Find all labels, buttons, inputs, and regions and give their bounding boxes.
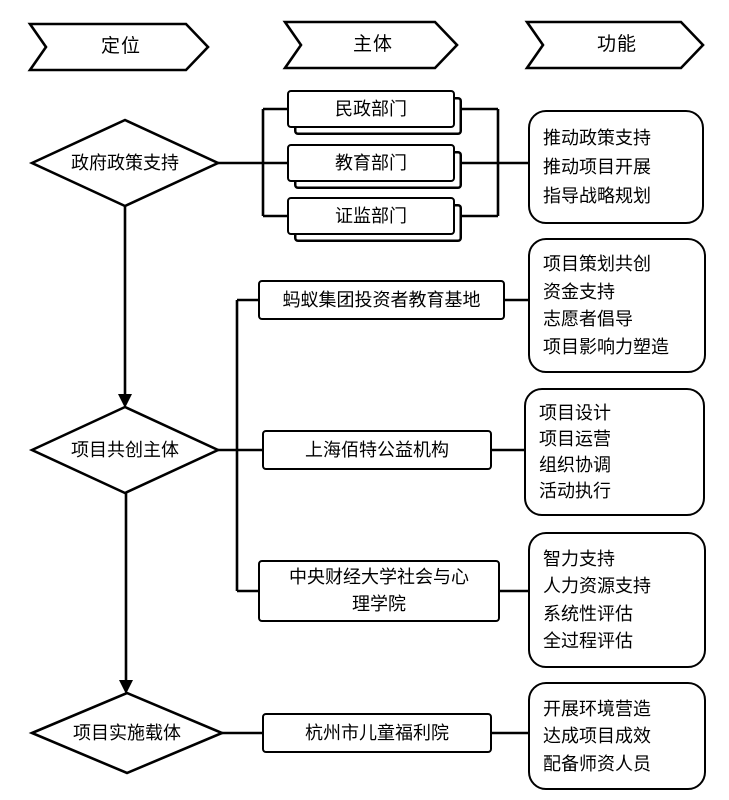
subject-education-dept: 教育部门 bbox=[287, 144, 455, 182]
header-function: 功能 bbox=[596, 34, 637, 56]
function-item: 项目影响力塑造 bbox=[543, 336, 669, 357]
diamond-project-cocreation-subject: 项目共创主体 bbox=[71, 439, 179, 460]
function-item: 系统性评估 bbox=[543, 603, 633, 624]
banner-subject-shape bbox=[282, 20, 459, 70]
function-item: 志愿者倡导 bbox=[543, 309, 633, 330]
function-item: 推动政策支持 bbox=[543, 128, 651, 148]
subject-securities-regulatory-dept: 证监部门 bbox=[287, 197, 455, 235]
function-item: 组织协调 bbox=[539, 455, 611, 475]
subject-shanghai-bete-charity: 上海佰特公益机构 bbox=[262, 430, 492, 470]
flow-arrowhead-2 bbox=[119, 680, 133, 694]
function-box-government: 推动政策支持 推动项目开展 指导战略规划 bbox=[528, 110, 704, 224]
function-item: 项目策划共创 bbox=[543, 254, 651, 275]
banner-function-shape bbox=[524, 20, 705, 70]
function-box-welfare-institute: 开展环境营造 达成项目成效 配备师资人员 bbox=[528, 682, 706, 790]
function-item: 指导战略规划 bbox=[543, 186, 651, 206]
function-item: 全过程评估 bbox=[543, 631, 633, 652]
function-item: 达成项目成效 bbox=[543, 726, 651, 746]
subject-civil-affairs-dept: 民政部门 bbox=[287, 90, 455, 128]
function-item: 资金支持 bbox=[543, 281, 615, 302]
function-box-bete-charity: 项目设计 项目运营 组织协调 活动执行 bbox=[524, 388, 705, 516]
subject-hangzhou-children-welfare-institute: 杭州市儿童福利院 bbox=[262, 713, 492, 753]
function-item: 人力资源支持 bbox=[543, 576, 651, 597]
function-item: 开展环境营造 bbox=[543, 698, 651, 719]
function-item: 推动项目开展 bbox=[543, 157, 651, 177]
diamond-government-policy-support: 政府政策支持 bbox=[71, 152, 179, 173]
subject-ant-group-investor-education-base: 蚂蚁集团投资者教育基地 bbox=[258, 280, 505, 320]
banner-positioning-shape bbox=[27, 22, 210, 72]
header-subject: 主体 bbox=[352, 34, 393, 56]
function-item: 项目设计 bbox=[539, 403, 611, 423]
flow-arrowhead-1 bbox=[118, 394, 132, 408]
function-item: 配备师资人员 bbox=[543, 753, 651, 774]
subject-cufe-school-of-social-psychology: 中央财经大学社会与心理学院 bbox=[258, 560, 500, 622]
function-item: 活动执行 bbox=[539, 481, 611, 501]
function-item: 智力支持 bbox=[543, 548, 615, 569]
diamond-project-implementation-carrier: 项目实施载体 bbox=[73, 722, 181, 743]
function-box-cufe: 智力支持 人力资源支持 系统性评估 全过程评估 bbox=[528, 532, 706, 668]
function-box-ant-group: 项目策划共创 资金支持 志愿者倡导 项目影响力塑造 bbox=[528, 238, 706, 373]
function-item: 项目运营 bbox=[539, 429, 611, 449]
header-positioning: 定位 bbox=[100, 36, 141, 58]
